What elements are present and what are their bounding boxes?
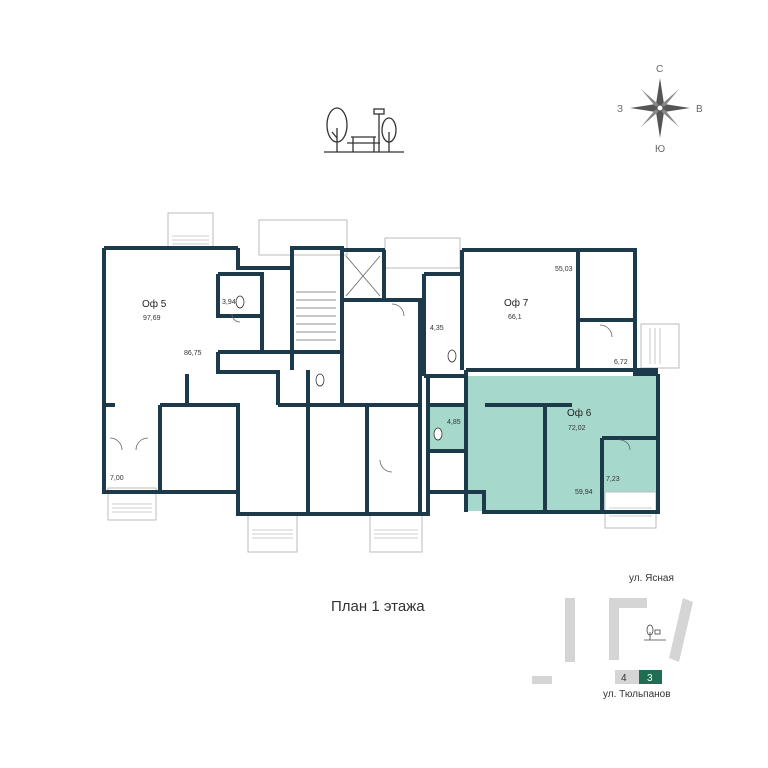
park-icon [324, 107, 404, 153]
room-area-r6: 6,72 [614, 359, 628, 366]
building-block [532, 676, 552, 684]
office-7-area: 66,1 [508, 314, 522, 321]
street-name-bottom: ул. Тюльпанов [603, 689, 671, 700]
room-area-r9: 59,94 [575, 489, 593, 496]
section-4-label: 4 [621, 673, 627, 684]
building-block [565, 598, 575, 662]
compass-west-label: З [617, 104, 623, 115]
office-6-area: 72,02 [568, 425, 586, 432]
compass-rose-icon [630, 78, 690, 138]
building-block [609, 598, 647, 608]
building-block [609, 598, 619, 660]
office-7-name: Оф 7 [504, 297, 529, 309]
compass-south-label: Ю [655, 144, 665, 155]
plan-title: План 1 этажа [331, 598, 425, 615]
door-swings [109, 255, 631, 473]
section-3-label: 3 [647, 673, 653, 684]
building-walls [102, 246, 660, 516]
office-5-area: 97,69 [143, 315, 161, 322]
office-6-name: Оф 6 [567, 407, 592, 419]
building-block [669, 598, 693, 662]
section-3-box[interactable] [639, 670, 662, 684]
room-area-r5: 55,03 [555, 266, 573, 273]
site-plan-map: 4 3 [532, 598, 693, 684]
room-area-r7: 4,85 [447, 419, 461, 426]
office-6-highlight[interactable] [428, 376, 658, 511]
section-4-box[interactable] [615, 670, 639, 684]
toilet-icons [235, 295, 457, 441]
room-area-r1: 3,94 [222, 299, 236, 306]
room-area-r3: 7,00 [110, 475, 124, 482]
compass-north-label: С [656, 64, 663, 75]
room-area-r4: 4,35 [430, 325, 444, 332]
compass-east-label: В [696, 104, 703, 115]
room-area-r2: 86,75 [184, 350, 202, 357]
mini-park-icon [644, 624, 666, 641]
office-5-name: Оф 5 [142, 298, 167, 310]
street-name-top: ул. Ясная [629, 573, 674, 584]
room-area-r8: 7,23 [606, 476, 620, 483]
